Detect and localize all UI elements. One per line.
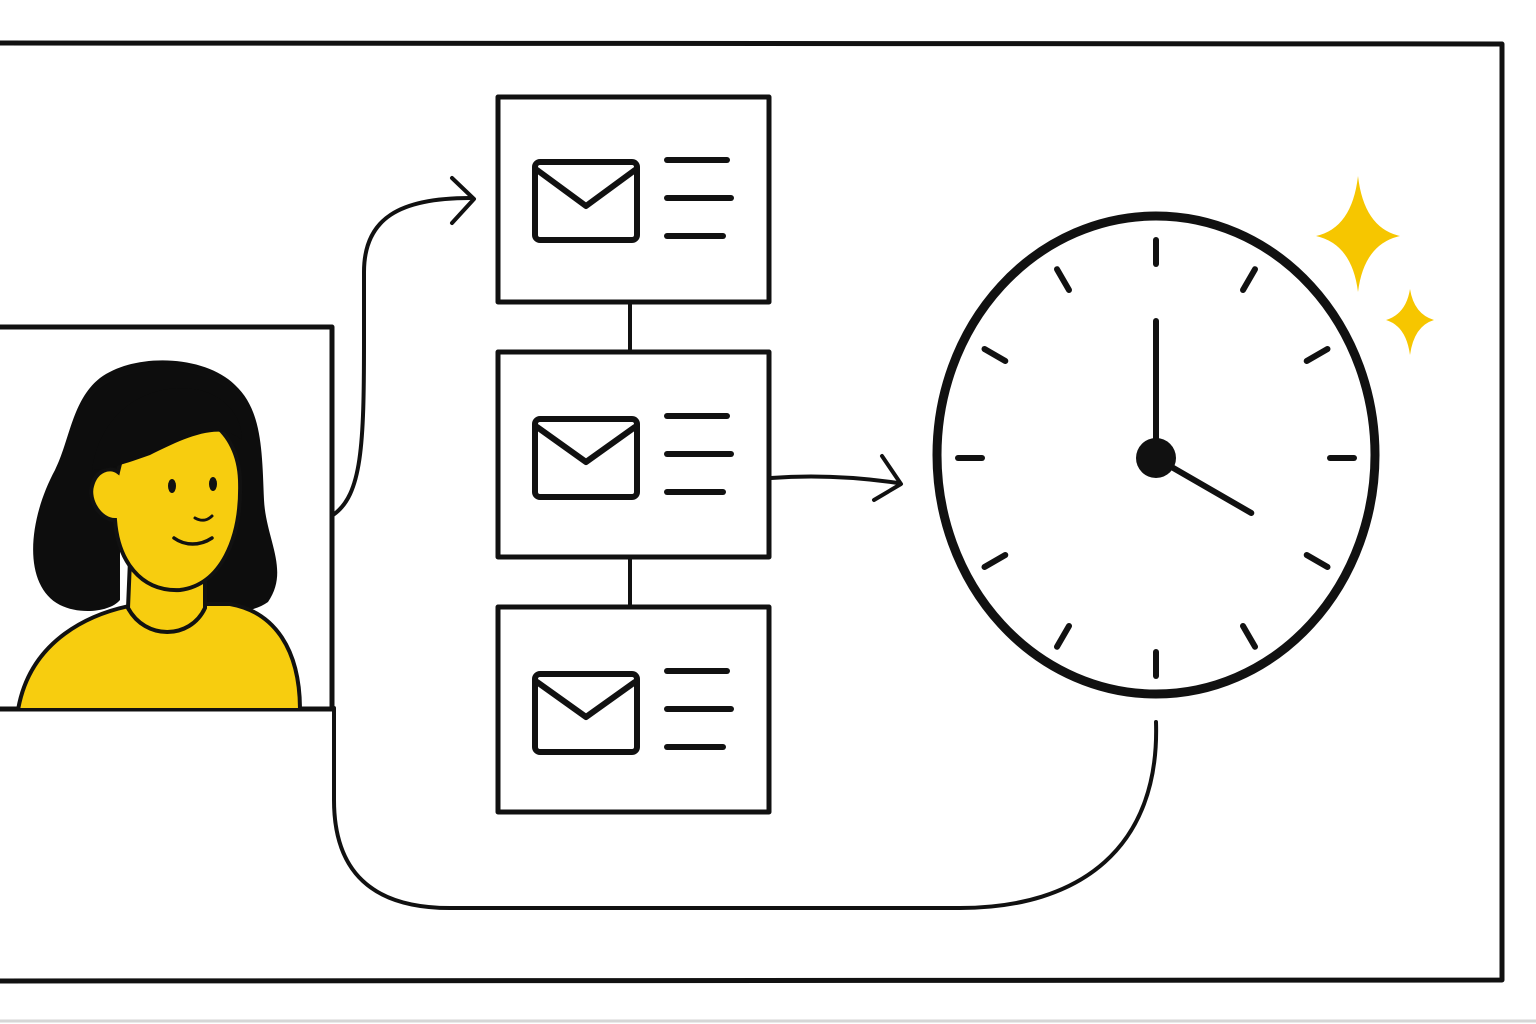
text-lines-icon xyxy=(664,413,734,495)
connector-person-to-first-email xyxy=(331,196,472,517)
person-smile xyxy=(172,536,214,546)
avatar-frame xyxy=(0,324,335,712)
envelope-icon xyxy=(532,671,640,755)
clock-tick-7 xyxy=(1054,623,1072,650)
connector-clock-loop-back xyxy=(332,706,1159,910)
arrowhead-first-email xyxy=(450,176,476,225)
clock-tick-11 xyxy=(1054,266,1072,293)
clock-tick-4 xyxy=(1303,552,1331,570)
sparkle-small xyxy=(1386,289,1434,355)
text-lines-icon xyxy=(664,668,734,750)
connector-email-to-clock xyxy=(769,474,900,485)
email-card-1 xyxy=(495,94,772,305)
arrowhead-clock xyxy=(872,454,903,502)
clock-tick-8 xyxy=(981,552,1009,570)
person-right-eye xyxy=(209,477,217,491)
person-avatar-icon xyxy=(16,360,302,708)
sparkle-icon xyxy=(1316,176,1434,355)
clock-icon xyxy=(932,211,1380,699)
person-nose xyxy=(193,514,214,522)
outer-frame xyxy=(0,40,1505,984)
clock-center-pin xyxy=(1136,438,1176,478)
clock-tick-2 xyxy=(1303,346,1331,364)
clock-tick-5 xyxy=(1240,623,1258,650)
envelope-icon xyxy=(532,159,640,243)
email-card-stack xyxy=(495,94,772,815)
clock-tick-10 xyxy=(981,346,1009,364)
text-lines-icon xyxy=(664,157,734,239)
sparkle-large xyxy=(1316,176,1400,292)
clock-tick-1 xyxy=(1240,266,1258,293)
email-card-2 xyxy=(495,349,772,560)
clock-ticks xyxy=(955,237,1357,679)
hair-fringe xyxy=(92,388,242,470)
envelope-icon xyxy=(532,416,640,500)
person-left-eye xyxy=(168,479,176,493)
email-card-3 xyxy=(495,604,772,815)
